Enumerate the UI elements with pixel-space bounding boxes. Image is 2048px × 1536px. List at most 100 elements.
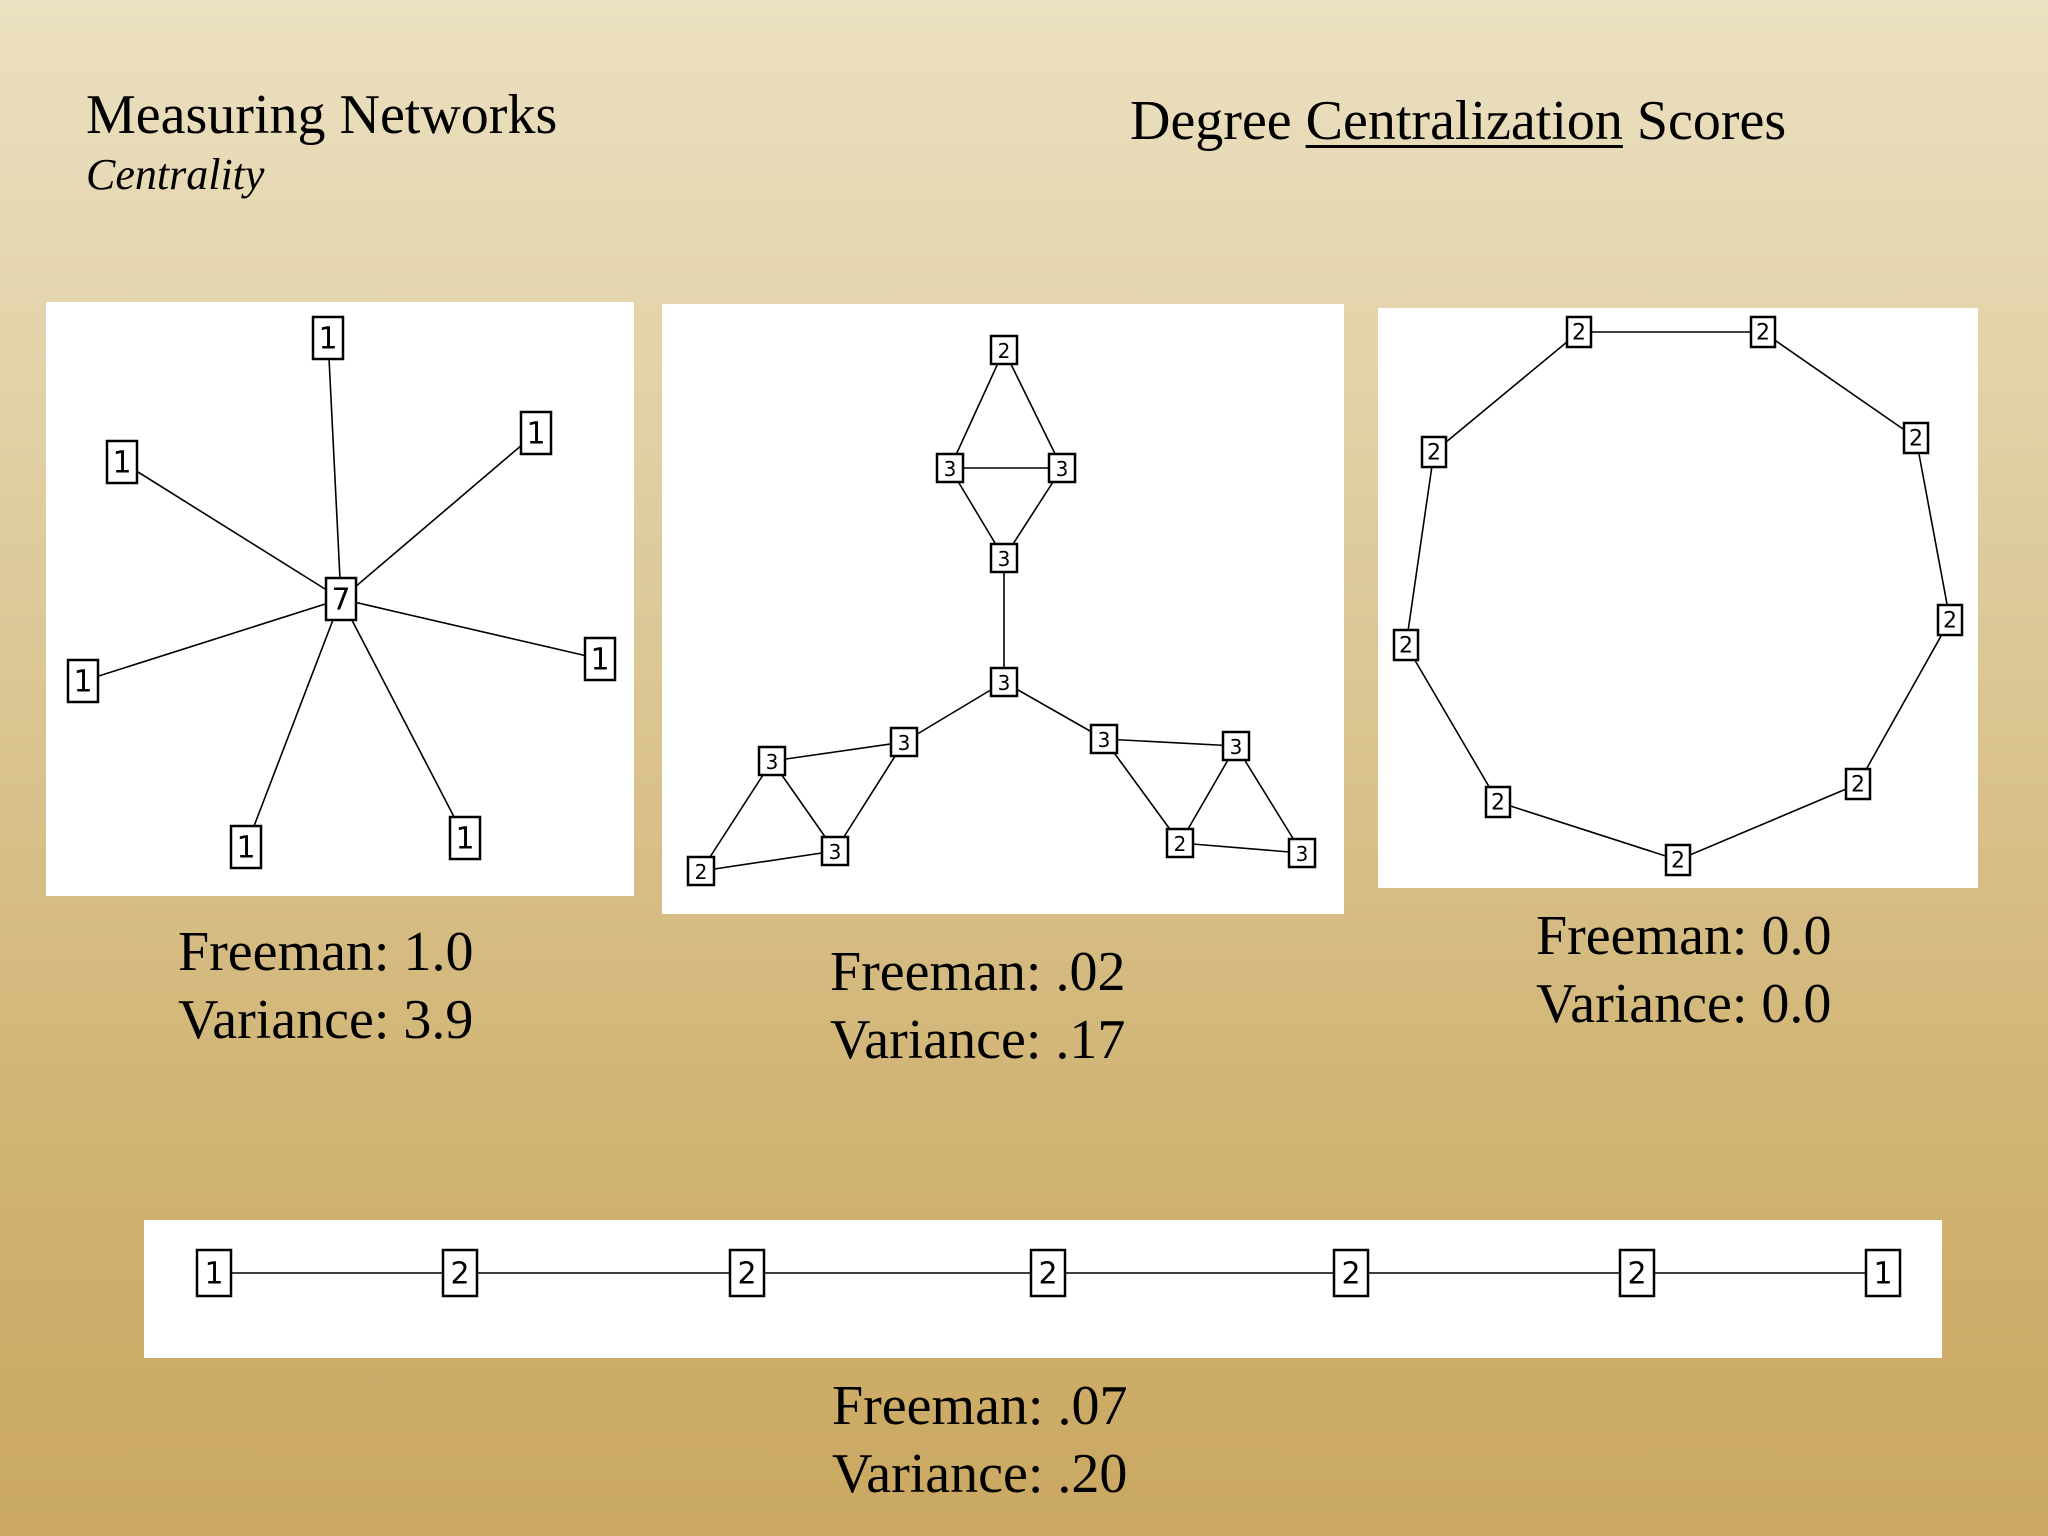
network-edge <box>121 461 342 600</box>
network-node: 1 <box>229 824 263 870</box>
node-degree-label: 1 <box>526 417 545 452</box>
node-box <box>686 855 716 887</box>
network-edge <box>1179 745 1237 844</box>
network-edge <box>771 741 905 762</box>
network-edge <box>1405 644 1499 803</box>
network-node: 2 <box>989 334 1019 366</box>
network-node: 7 <box>324 576 358 622</box>
node-degree-label: 3 <box>1098 728 1111 752</box>
network-edge <box>1915 437 1951 621</box>
triad-freeman-score: Freeman: .02 <box>830 941 1126 1003</box>
node-degree-label: 2 <box>1572 321 1586 346</box>
line-network-stats: Freeman: .07 Variance: .20 <box>832 1372 1127 1508</box>
network-node: 3 <box>1221 730 1251 762</box>
node-degree-label: 3 <box>829 840 842 864</box>
node-degree-label: 2 <box>998 339 1011 363</box>
slide-subtitle: Centrality <box>86 150 265 199</box>
network-node: 1 <box>66 658 100 704</box>
node-box <box>1902 421 1930 455</box>
node-box <box>1936 603 1964 637</box>
node-box <box>989 542 1019 574</box>
slide-title: Measuring Networks <box>86 84 558 146</box>
node-degree-label: 1 <box>455 822 474 857</box>
triad-network-stats: Freeman: .02 Variance: .17 <box>830 938 1125 1074</box>
node-degree-label: 1 <box>73 665 92 700</box>
node-box <box>1484 785 1512 819</box>
slide-heading: Degree Centralization Scores <box>1130 86 1786 156</box>
node-degree-label: 3 <box>998 671 1011 695</box>
node-box <box>1749 315 1777 349</box>
node-box <box>1844 767 1872 801</box>
node-box <box>1047 452 1077 484</box>
node-degree-label: 7 <box>331 583 350 618</box>
network-node: 2 <box>1664 843 1692 877</box>
node-box <box>1392 628 1420 662</box>
node-box <box>311 315 345 361</box>
node-degree-label: 3 <box>898 731 911 755</box>
network-node: 2 <box>1165 827 1195 859</box>
network-edge <box>1857 619 1951 785</box>
triad-variance-score: Variance: .17 <box>830 1009 1126 1071</box>
network-node: 3 <box>820 835 850 867</box>
heading-suffix: Scores <box>1622 90 1787 152</box>
network-node: 2 <box>1618 1248 1656 1298</box>
network-edge <box>82 598 342 682</box>
node-degree-label: 2 <box>1909 427 1923 452</box>
node-degree-label: 2 <box>450 1257 469 1292</box>
node-box <box>519 410 553 456</box>
node-degree-label: 2 <box>1491 791 1505 816</box>
circle-network-stats: Freeman: 0.0 Variance: 0.0 <box>1536 902 1831 1038</box>
network-edge <box>1762 331 1917 439</box>
network-node: 3 <box>935 452 965 484</box>
node-degree-label: 1 <box>112 446 131 481</box>
node-box <box>229 824 263 870</box>
node-box <box>728 1248 766 1298</box>
network-node: 2 <box>441 1248 479 1298</box>
node-box <box>1165 827 1195 859</box>
network-node: 2 <box>686 855 716 887</box>
network-node: 2 <box>1749 315 1777 349</box>
network-node: 1 <box>583 636 617 682</box>
network-edge <box>340 432 537 600</box>
node-degree-label: 2 <box>1627 1257 1646 1292</box>
network-node: 3 <box>989 542 1019 574</box>
node-degree-label: 1 <box>590 643 609 678</box>
node-degree-label: 3 <box>1056 457 1069 481</box>
network-edge <box>1003 349 1063 469</box>
network-edge <box>903 681 1005 743</box>
network-node: 2 <box>728 1248 766 1298</box>
node-box <box>1287 837 1317 869</box>
node-box <box>1332 1248 1370 1298</box>
network-edge <box>340 598 601 660</box>
network-node: 3 <box>1287 837 1317 869</box>
node-box <box>820 835 850 867</box>
circle-freeman-score: Freeman: 0.0 <box>1536 905 1832 967</box>
network-node: 3 <box>1047 452 1077 484</box>
network-edge <box>1179 842 1303 854</box>
network-node: 3 <box>989 666 1019 698</box>
network-node: 2 <box>1029 1248 1067 1298</box>
node-box <box>448 815 482 861</box>
line-freeman-score: Freeman: .07 <box>832 1375 1128 1437</box>
network-node: 1 <box>448 815 482 861</box>
network-edge <box>340 598 466 839</box>
node-degree-label: 1 <box>204 1257 223 1292</box>
node-degree-label: 3 <box>944 457 957 481</box>
star-variance-score: Variance: 3.9 <box>178 989 474 1051</box>
node-degree-label: 2 <box>1671 849 1685 874</box>
node-box <box>583 636 617 682</box>
network-edge <box>1235 745 1303 854</box>
network-node: 2 <box>1902 421 1930 455</box>
node-degree-label: 2 <box>1851 773 1865 798</box>
network-edge <box>700 760 773 872</box>
network-edge <box>1433 331 1580 453</box>
node-box <box>989 334 1019 366</box>
node-degree-label: 2 <box>1341 1257 1360 1292</box>
heading-prefix: Degree <box>1130 90 1306 152</box>
node-box <box>889 726 919 758</box>
network-node: 1 <box>105 439 139 485</box>
network-node: 3 <box>889 726 919 758</box>
